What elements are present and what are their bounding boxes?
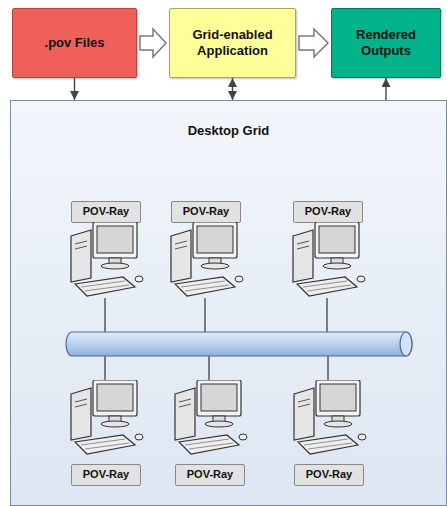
- software-label: POV-Ray: [175, 464, 245, 486]
- software-label: POV-Ray: [293, 201, 363, 223]
- software-label: POV-Ray: [71, 201, 141, 223]
- flow-arrow: [74, 78, 75, 100]
- software-label: POV-Ray: [171, 201, 241, 223]
- block-arrow: [140, 29, 166, 57]
- input-box: .pov Files: [12, 8, 137, 78]
- node-label: .pov Files: [45, 35, 105, 51]
- block-arrow: [299, 29, 328, 57]
- flow-arrow: [232, 78, 233, 100]
- software-label: POV-Ray: [294, 464, 364, 486]
- output-box: Rendered Outputs: [331, 8, 441, 78]
- node-label: POV-Ray: [83, 468, 129, 481]
- node-label: POV-Ray: [306, 468, 352, 481]
- software-label: POV-Ray: [71, 464, 141, 486]
- node-label: POV-Ray: [187, 468, 233, 481]
- node-label: POV-Ray: [305, 205, 351, 218]
- network-bus: [66, 332, 412, 356]
- node-label: POV-Ray: [83, 205, 129, 218]
- panel-title: Desktop Grid: [188, 123, 270, 139]
- node-label: POV-Ray: [183, 205, 229, 218]
- node-label: Rendered Outputs: [337, 27, 435, 58]
- process-box: Grid-enabled Application: [169, 8, 296, 78]
- flow-arrow: [385, 78, 386, 100]
- node-label: Grid-enabled Application: [175, 27, 290, 58]
